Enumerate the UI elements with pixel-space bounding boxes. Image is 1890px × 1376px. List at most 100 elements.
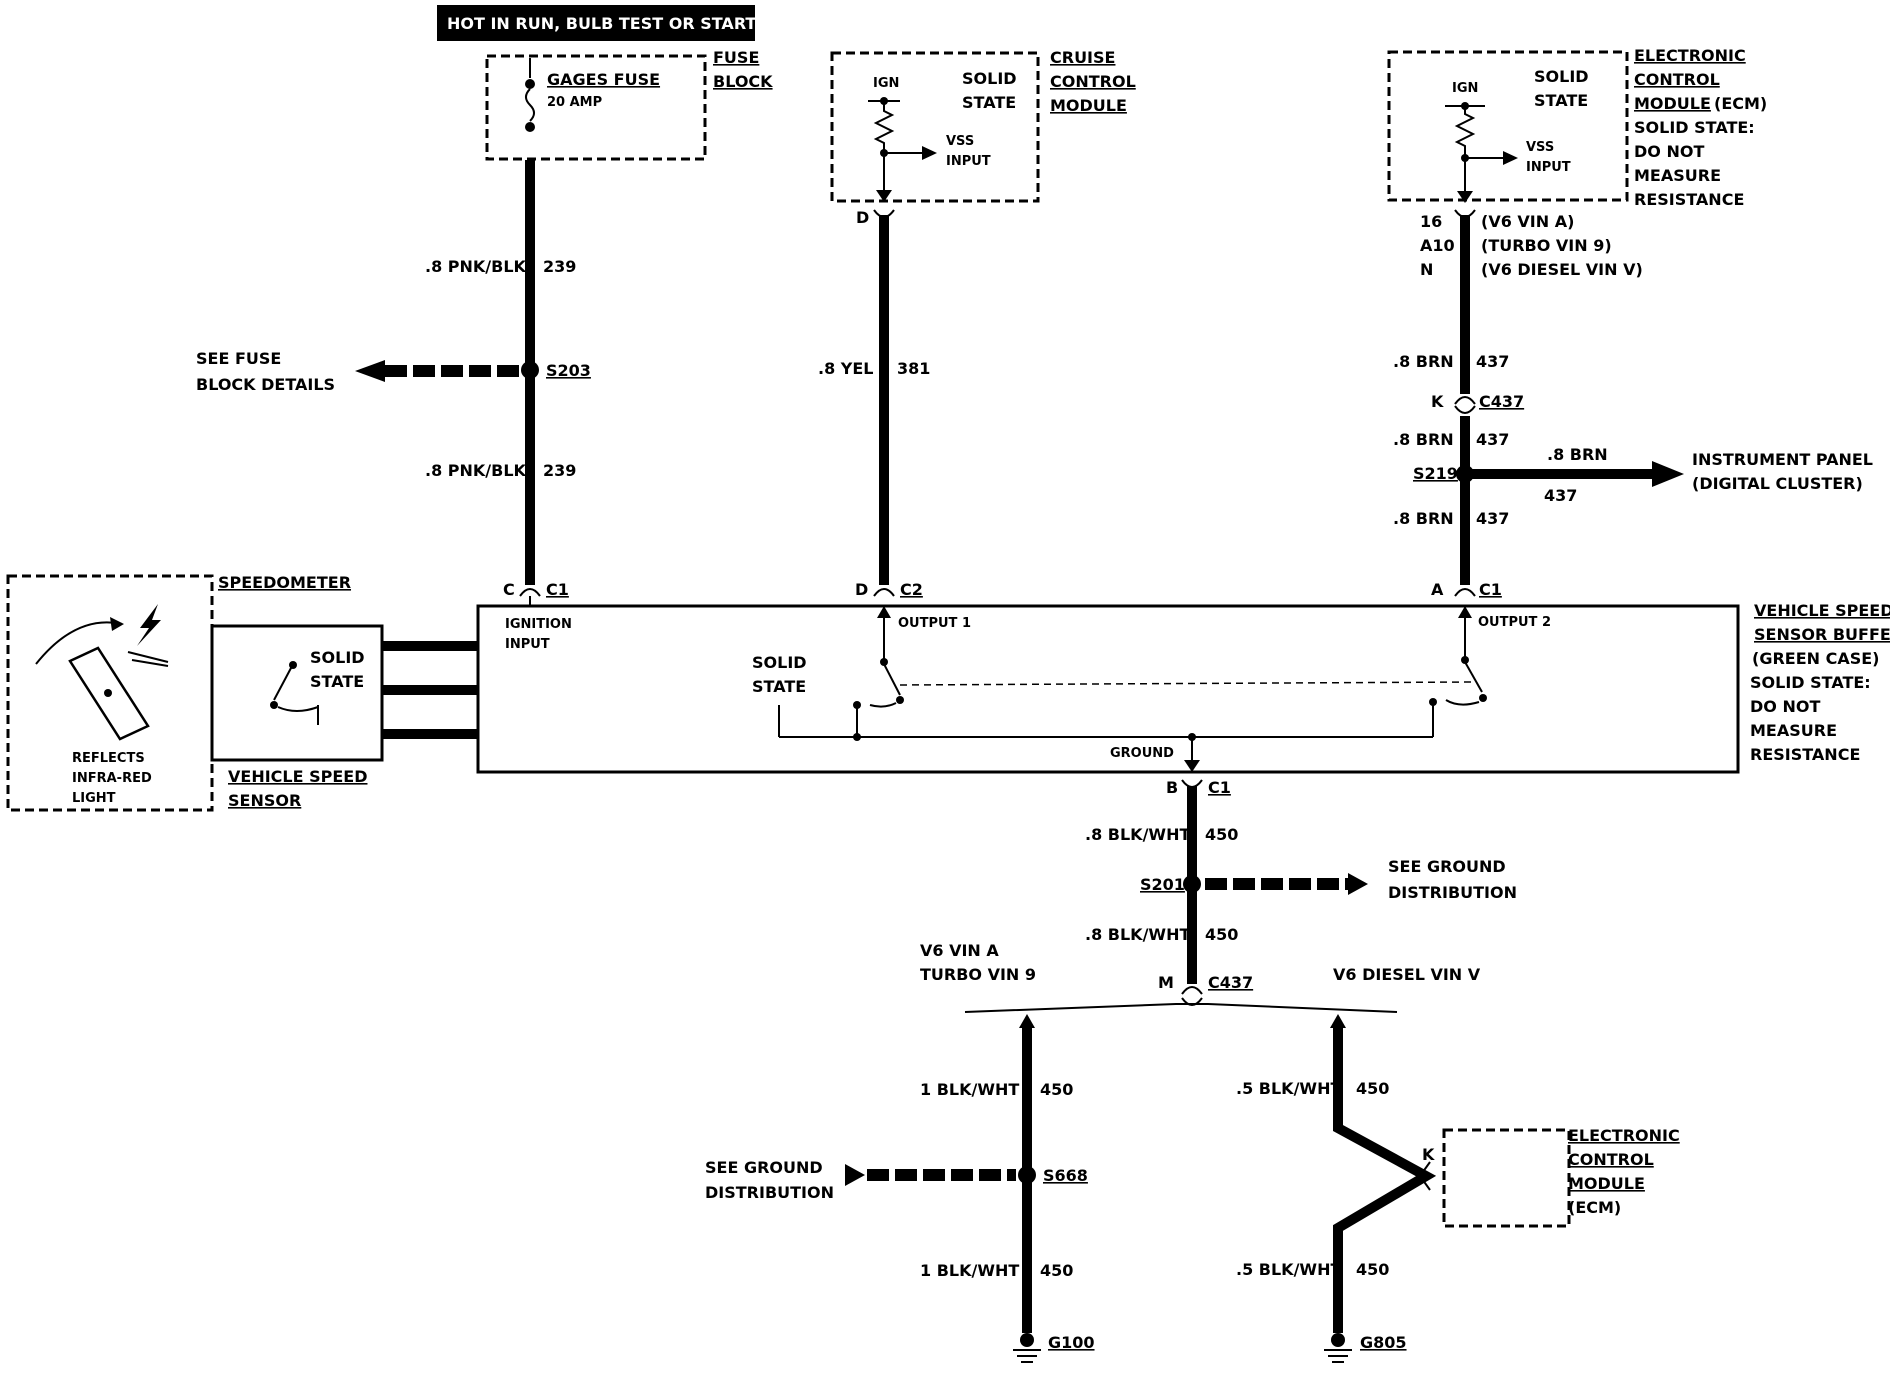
wire-437-num-2: 437 xyxy=(1476,430,1509,449)
wire-450-right xyxy=(1333,1026,1437,1333)
hot-label-box xyxy=(437,5,755,41)
output1-dot xyxy=(880,658,888,666)
cruise-input: INPUT xyxy=(946,154,991,169)
wire-450-color-5: .5 BLK/WHT xyxy=(1236,1079,1341,1098)
connector-c437-ground xyxy=(1181,986,1203,1006)
wire-450-num-6: 450 xyxy=(1356,1260,1389,1279)
connector-c1-ign xyxy=(519,588,541,597)
wire-450-color-6: .5 BLK/WHT xyxy=(1236,1260,1341,1279)
ground-dist-2-a: SEE GROUND xyxy=(705,1158,823,1177)
output2-dot xyxy=(1461,656,1469,664)
ecm-top-label-7: RESISTANCE xyxy=(1634,190,1744,209)
pin-a-label: A xyxy=(1431,580,1444,599)
buffer-label-3: (GREEN CASE) xyxy=(1752,649,1879,668)
ground-dist-2-b: DISTRIBUTION xyxy=(705,1183,834,1202)
connector-c1-out2 xyxy=(1454,588,1476,597)
connector-c1-ground xyxy=(1181,779,1203,788)
fuse-details-arrowhead xyxy=(355,360,385,382)
fuse-element xyxy=(525,88,535,122)
ecm-top-label-4: SOLID STATE: xyxy=(1634,118,1755,137)
ground-g805-label: G805 xyxy=(1360,1333,1407,1352)
buffer-label-5: DO NOT xyxy=(1750,697,1820,716)
wire-437-color-1: .8 BRN xyxy=(1393,352,1454,371)
pin-b-label: B xyxy=(1166,778,1178,797)
ecm-bottom-label-4: (ECM) xyxy=(1568,1198,1621,1217)
pin-c-label: C xyxy=(503,580,515,599)
ip-arrowhead xyxy=(1652,461,1684,487)
wire-381-color: .8 YEL xyxy=(818,359,874,378)
speedometer-label: SPEEDOMETER xyxy=(218,573,351,592)
reflects-1: REFLECTS xyxy=(72,751,145,766)
fuse-block-label-1: FUSE xyxy=(713,48,759,67)
fuse-block-label-2: BLOCK xyxy=(713,72,773,91)
vss-label-2: SENSOR xyxy=(228,791,301,810)
wire-437-num-3: 437 xyxy=(1476,509,1509,528)
ecm-bottom-label-2: CONTROL xyxy=(1568,1150,1654,1169)
ip-label-2: (DIGITAL CLUSTER) xyxy=(1692,474,1863,493)
wire-239-color-2: .8 PNK/BLK xyxy=(425,461,527,480)
pin-d-label: D xyxy=(855,580,868,599)
wire-450-num-2: 450 xyxy=(1205,925,1238,944)
ecm-variant-1: (V6 VIN A) xyxy=(1481,212,1574,231)
reflector-shape xyxy=(68,646,150,741)
ground-arrow xyxy=(1184,760,1200,772)
right-branch-arrow xyxy=(1330,1014,1346,1028)
wire-381-num: 381 xyxy=(897,359,930,378)
wire-239-num-1: 239 xyxy=(543,257,576,276)
connector-c437-top xyxy=(1454,396,1476,414)
wire-239-color-1: .8 PNK/BLK xyxy=(425,257,527,276)
vss-switch-hook xyxy=(277,706,319,712)
wire-450-num-4: 450 xyxy=(1040,1261,1073,1280)
ground-g100-dot xyxy=(1020,1333,1034,1347)
buffer-ground: GROUND xyxy=(1110,746,1174,761)
reflects-2: INFRA-RED xyxy=(72,771,152,786)
ground-g100-label: G100 xyxy=(1048,1333,1095,1352)
connector-c1-a-label: C1 xyxy=(546,580,569,599)
connector-c1-b-label: C1 xyxy=(1479,580,1502,599)
cruise-state: STATE xyxy=(962,93,1016,112)
ecm-top-vss: VSS xyxy=(1526,140,1554,155)
cruise-vss: VSS xyxy=(946,134,974,149)
hot-label: HOT IN RUN, BULB TEST OR START xyxy=(447,14,756,33)
pin-m-label: M xyxy=(1158,973,1174,992)
output2-arrow xyxy=(1458,606,1472,618)
cruise-down-arrow xyxy=(876,190,892,202)
output1-arrow xyxy=(877,606,891,618)
output1-ground-hook xyxy=(869,702,897,708)
wire-450-num-3: 450 xyxy=(1040,1080,1073,1099)
buffer-output1: OUTPUT 1 xyxy=(898,616,971,631)
fuse-details-1: SEE FUSE xyxy=(196,349,281,368)
ecm-variant-3: (V6 DIESEL VIN V) xyxy=(1481,260,1643,279)
connector-c437-label: C437 xyxy=(1479,392,1524,411)
vss-switch xyxy=(273,667,292,701)
wire-450-color-1: .8 BLK/WHT xyxy=(1085,825,1190,844)
ecm-bottom-outline xyxy=(1442,1128,1571,1228)
ecm-bottom-pin-k: K xyxy=(1422,1145,1435,1164)
vss-solid: SOLID xyxy=(310,648,365,667)
speedometer-arc-arrow xyxy=(110,617,124,631)
buffer-label-2: SENSOR BUFFER xyxy=(1754,625,1890,644)
ecm-top-down-arrow xyxy=(1457,191,1473,203)
switch-linkage xyxy=(899,681,1475,686)
cruise-resistor xyxy=(873,101,895,155)
splice-s668-label: S668 xyxy=(1043,1166,1088,1185)
wire-437-num-1: 437 xyxy=(1476,352,1509,371)
wire-450-color-2: .8 BLK/WHT xyxy=(1085,925,1190,944)
wire-450-num-1: 450 xyxy=(1205,825,1238,844)
lightning-icon-1 xyxy=(137,604,161,646)
buffer-outline xyxy=(476,604,1740,774)
left-branch-arrow xyxy=(1019,1014,1035,1028)
reflects-3: LIGHT xyxy=(72,791,116,806)
buffer-solid: SOLID xyxy=(752,653,807,672)
vss-switch-bottom xyxy=(270,701,278,709)
variant-right: V6 DIESEL VIN V xyxy=(1333,965,1481,984)
buffer-label-1: VEHICLE SPEED xyxy=(1754,601,1890,620)
vss-label-1: VEHICLE SPEED xyxy=(228,767,367,786)
ip-label-1: INSTRUMENT PANEL xyxy=(1692,450,1873,469)
output1-switch xyxy=(883,663,901,696)
ecm-top-label-2: CONTROL xyxy=(1634,70,1720,89)
fuse-name: GAGES FUSE xyxy=(547,70,660,89)
buffer-output2: OUTPUT 2 xyxy=(1478,615,1551,630)
ground-dist-1-a: SEE GROUND xyxy=(1388,857,1506,876)
ecm-bottom-label-3: MODULE xyxy=(1568,1174,1645,1193)
